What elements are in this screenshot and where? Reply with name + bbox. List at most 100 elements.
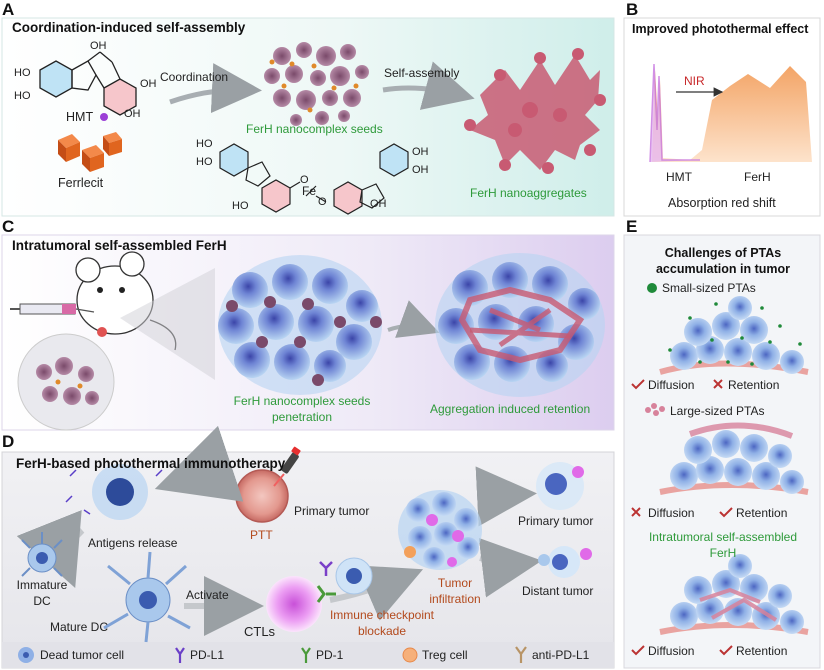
o-label: O [300, 174, 309, 186]
hmt-structure [39, 51, 137, 116]
tumor-infiltration-label-1: Tumor [437, 576, 473, 590]
seeds-penetration-line1: FerH nanocomplex seeds [233, 394, 371, 408]
distant-tumor-icon [538, 546, 592, 578]
tumor-aggregation [435, 253, 605, 397]
mature-dc-label: Mature DC [50, 620, 109, 634]
aggregation-label: Aggregation induced retention [430, 402, 591, 416]
check-icon [719, 507, 733, 518]
red-shift-caption: Absorption red shift [668, 196, 776, 210]
panel-e-letter: E [626, 217, 638, 236]
check-icon [631, 645, 645, 656]
hmt-dot-icon [100, 113, 108, 121]
cross-icon [713, 379, 723, 389]
oh-label: OH [124, 108, 141, 120]
coordination-label: Coordination [160, 70, 229, 84]
tumor-penetration [218, 255, 382, 395]
retention-label: Retention [728, 378, 780, 392]
panel-d-letter: D [2, 432, 15, 451]
aggregates-label: FerH nanoaggregates [470, 186, 587, 200]
oh-label: OH [412, 146, 429, 158]
panel-b-letter: B [626, 0, 639, 19]
activate-label: Activate [186, 588, 229, 602]
legend-treg-cell: Treg cell [422, 648, 468, 662]
primary-tumor-right-icon [536, 462, 584, 510]
o-label: O [318, 196, 327, 208]
panel-a-title: Coordination-induced self-assembly [12, 20, 246, 35]
checkpoint-label-2: blockade [357, 624, 407, 638]
ptt-label: PTT [250, 528, 273, 542]
hmt-label: HMT [66, 110, 94, 124]
legend-pd-1: PD-1 [316, 648, 344, 662]
diffusion-label: Diffusion [648, 644, 695, 658]
cross-icon [631, 507, 641, 517]
diffusion-label: Diffusion [648, 378, 695, 392]
ho-label: HO [14, 90, 31, 102]
ferh-complex-structure [219, 143, 409, 215]
self-assembly-label: Self-assembly [384, 66, 460, 80]
fe-label: Fe [302, 184, 317, 198]
self-assembly-arrow [382, 61, 475, 110]
panel-c-title: Intratumoral self-assembled FerH [12, 238, 227, 253]
ho-label: HO [196, 138, 213, 150]
nir-label: NIR [684, 74, 705, 88]
syringe-icon [10, 303, 95, 315]
legend-pd-l1: PD-L1 [190, 648, 225, 662]
ferrlecit-cubes-icon [58, 132, 122, 172]
mature-dc-icon [103, 551, 191, 643]
tumor-infiltration-label-2: infiltration [429, 592, 481, 606]
oh-label: OH [412, 164, 429, 176]
retention-label: Retention [736, 644, 788, 658]
retention-label: Retention [736, 506, 788, 520]
tumor-infiltration-cluster [398, 490, 482, 570]
immature-dc-label-1: Immature [16, 578, 68, 592]
ho-label: HO [196, 156, 213, 168]
legend-anti-pd-l1: anti-PD-L1 [532, 648, 590, 662]
ferh-tissue [659, 554, 809, 635]
panel-d-title: FerH-based photothermal immunotherapy [16, 456, 286, 471]
diffusion-label: Diffusion [648, 506, 695, 520]
check-icon [631, 379, 645, 390]
large-pta-tissue [659, 422, 809, 495]
seeds-inset [36, 357, 99, 405]
ho-label: HO [232, 200, 249, 212]
anti-pd-l1-icon [515, 646, 527, 663]
oh-label: OH [90, 40, 107, 52]
pd-l1-icon [175, 647, 185, 663]
ferh-nanoaggregates [464, 48, 606, 174]
panel-a-letter: A [2, 0, 15, 19]
treg-cell-icon [402, 647, 418, 663]
panel-e-title-1: Challenges of PTAs [664, 246, 782, 260]
ho-label: HO [14, 67, 31, 79]
large-ptas-label: Large-sized PTAs [670, 404, 765, 418]
distant-tumor-label: Distant tumor [522, 584, 594, 598]
seeds-penetration-line2: penetration [271, 410, 333, 424]
ferh-axis-label: FerH [744, 170, 771, 184]
check-icon [719, 645, 733, 656]
oh-label: OH [140, 78, 157, 90]
antigens-release-label: Antigens release [88, 536, 178, 550]
seeds-label: FerH nanocomplex seeds [246, 122, 383, 136]
legend-dead-cell: Dead tumor cell [40, 648, 125, 662]
primary-tumor-right-label: Primary tumor [518, 514, 594, 528]
checkpoint-label-1: Immune checkpoint [329, 608, 435, 622]
small-pta-tissue [659, 296, 809, 375]
intratumoral-label-2: FerH [709, 546, 737, 560]
panel-e-title-2: accumulation in tumor [655, 262, 791, 276]
oh-label: OH [370, 198, 387, 210]
laser-icon [273, 446, 301, 487]
panel-b-title: Improved photothermal effect [632, 22, 809, 36]
intratumoral-label-1: Intratumoral self-assembled [648, 530, 798, 544]
nanocomplex-seeds [264, 42, 369, 126]
pd-1-icon [301, 647, 311, 663]
hmt-axis-label: HMT [666, 170, 692, 184]
immature-dc-icon [21, 532, 63, 577]
ctls-label: CTLs [244, 624, 276, 639]
primary-tumor-label: Primary tumor [294, 504, 370, 518]
immature-dc-label-2: DC [33, 594, 51, 608]
ctl-cell-icon [266, 576, 322, 632]
